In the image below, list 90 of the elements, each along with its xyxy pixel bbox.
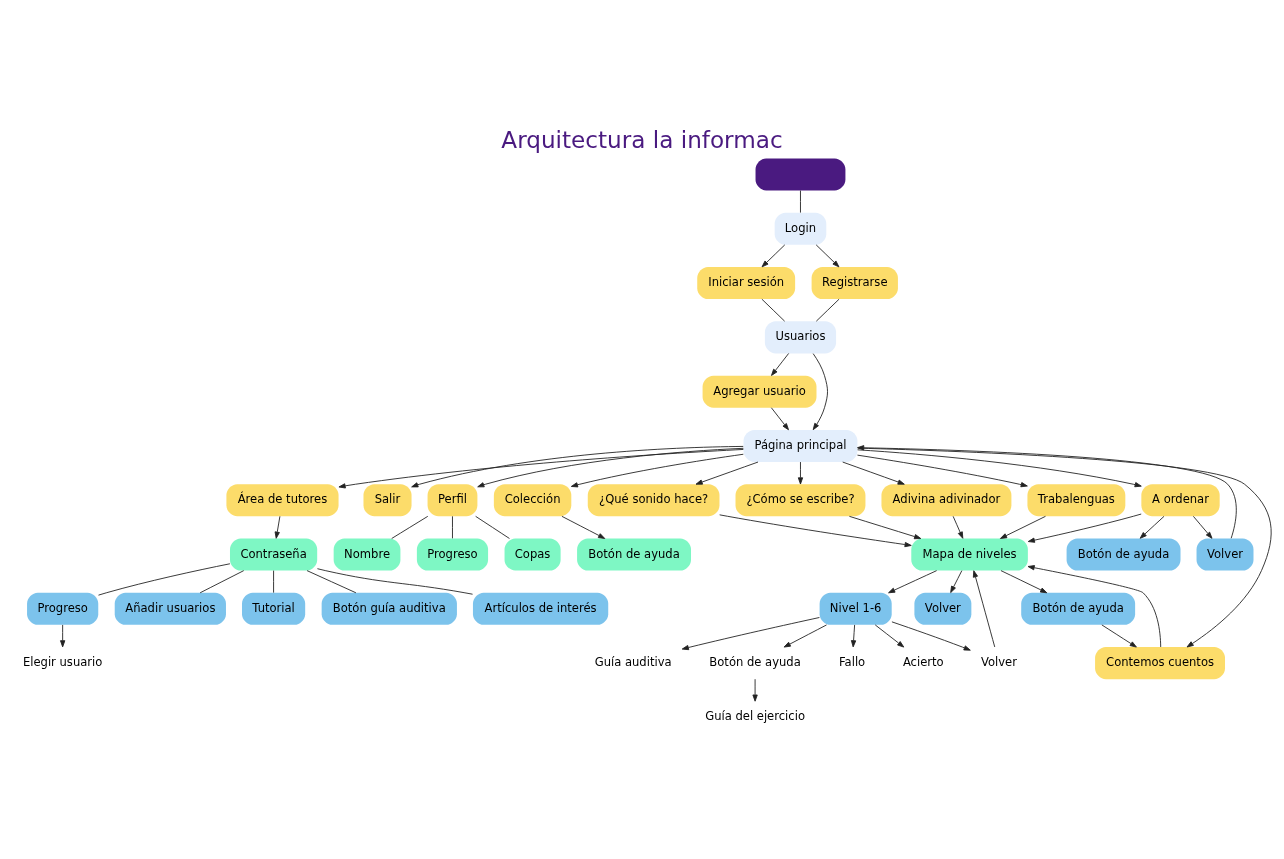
- arrow: [60, 624, 66, 648]
- arrow: [770, 407, 789, 431]
- node-text: Acierto: [902, 655, 944, 670]
- node-box: Tutorial: [242, 592, 306, 625]
- arrow: [761, 244, 786, 268]
- arrow: [891, 621, 971, 651]
- arrow: [888, 570, 938, 594]
- arrow: [1027, 565, 1162, 648]
- arrow: [1101, 624, 1137, 648]
- arrow: [411, 445, 744, 488]
- connector: [815, 298, 840, 322]
- arrow: [842, 461, 905, 485]
- node-box: Volver: [1196, 538, 1254, 571]
- arrow: [857, 449, 1142, 488]
- node-box: Login: [774, 212, 827, 245]
- node-box: Copas: [504, 538, 561, 571]
- arrow: [815, 244, 840, 268]
- arrow: [952, 515, 964, 539]
- connector: [306, 570, 357, 594]
- arrow: [1000, 570, 1048, 594]
- arrow: [771, 353, 790, 376]
- arrow: [274, 515, 281, 539]
- connector: [316, 568, 473, 595]
- arrow: [797, 461, 804, 485]
- node-text: Elegir usuario: [22, 655, 103, 670]
- node-box: Botón guía auditiva: [321, 592, 457, 625]
- arrow: [1192, 515, 1213, 539]
- node-box: Perfil: [427, 484, 478, 517]
- arrow: [874, 624, 905, 648]
- node-box: [755, 158, 846, 191]
- arrow: [972, 570, 996, 648]
- arrow: [850, 624, 857, 648]
- node-box: Volver: [914, 592, 972, 625]
- arrow: [477, 447, 744, 488]
- node-text: Fallo: [839, 655, 866, 670]
- node-box: Progreso: [416, 538, 489, 571]
- arrow: [999, 515, 1046, 539]
- node-box: Progreso: [27, 592, 99, 625]
- arrow: [950, 570, 963, 594]
- node-text: Guía del ejercicio: [705, 709, 805, 724]
- connector: [273, 570, 275, 594]
- arrow: [857, 447, 1272, 648]
- node-box: Agregar usuario: [702, 375, 817, 408]
- node-box: Artículos de interés: [472, 592, 609, 625]
- node-box: A ordenar: [1141, 484, 1220, 517]
- arrow: [848, 515, 922, 540]
- node-box: Usuarios: [764, 321, 837, 354]
- node-box: Contraseña: [230, 538, 318, 571]
- node-box: Registrarse: [811, 267, 898, 300]
- node-box: Colección: [493, 484, 572, 517]
- arrow: [338, 449, 744, 489]
- connector: [475, 515, 510, 539]
- arrow: [812, 353, 828, 431]
- arrow: [681, 617, 820, 651]
- arrow: [695, 461, 759, 485]
- arrow: [857, 454, 1028, 488]
- connector: [800, 190, 801, 214]
- arrow: [561, 515, 606, 539]
- arrow: [752, 678, 758, 702]
- node-box: Nombre: [333, 538, 401, 571]
- node-box: Contemos cuentos: [1095, 647, 1225, 680]
- connector: [98, 563, 231, 596]
- arrow: [570, 453, 744, 488]
- node-box: Área de tutores: [226, 484, 339, 517]
- node-box: Adivina adivinador: [881, 484, 1012, 517]
- connector: [199, 570, 245, 594]
- node-box: Botón de ayuda: [1066, 538, 1181, 571]
- node-text: Volver: [980, 655, 1017, 670]
- node-box: ¿Cómo se escribe?: [735, 484, 866, 517]
- connector: [391, 515, 429, 539]
- node-box: Página principal: [743, 429, 858, 462]
- node-box: Botón de ayuda: [1021, 592, 1136, 625]
- arrow: [783, 624, 827, 648]
- node-box: Iniciar sesión: [697, 267, 796, 300]
- connector: [761, 298, 786, 322]
- node-box: ¿Qué sonido hace?: [587, 484, 720, 517]
- connector: [452, 515, 453, 539]
- node-text: Botón de ayuda: [709, 655, 801, 670]
- node-box: Salir: [363, 484, 412, 517]
- node-box: Nivel 1-6: [819, 592, 892, 625]
- arrow: [1139, 515, 1165, 539]
- arrow: [719, 514, 912, 548]
- node-text: Guía auditiva: [594, 655, 672, 670]
- arrow: [1027, 513, 1142, 543]
- node-box: Mapa de niveles: [911, 538, 1028, 571]
- diagram-title: Arquitectura la informac: [501, 126, 783, 153]
- node-box: Botón de ayuda: [577, 538, 691, 571]
- node-box: Añadir usuarios: [114, 592, 226, 625]
- arrow: [857, 445, 1237, 539]
- node-box: Trabalenguas: [1027, 484, 1126, 517]
